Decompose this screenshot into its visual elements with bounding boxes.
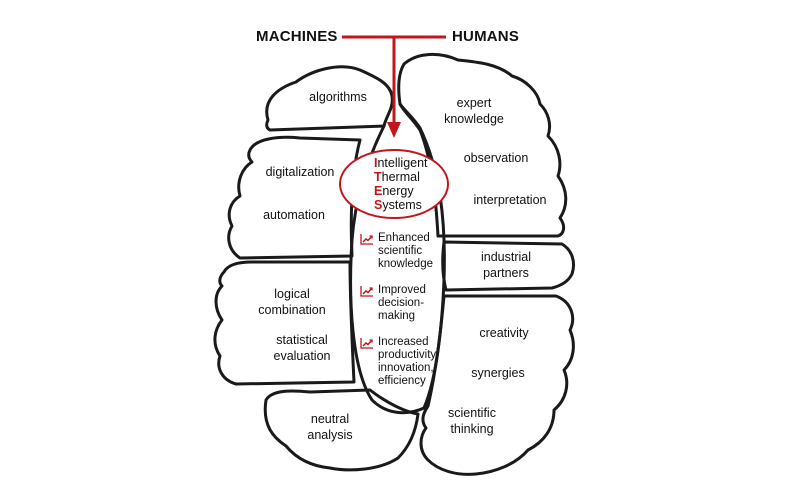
benefit-label: Improved decision- making <box>378 284 426 322</box>
ites-word-4: Systems <box>374 198 422 212</box>
label-industrial: industrial partners <box>480 250 532 280</box>
label-statistical: statistical evaluation <box>273 333 331 363</box>
label-digitalization: digitalization <box>265 165 335 179</box>
label-interpretation: interpretation <box>473 193 547 207</box>
label-expert: expert knowledge <box>444 96 504 126</box>
trend-up-icon <box>360 286 373 297</box>
region-creativity-synergies-scientific <box>419 294 575 476</box>
humans-label: HUMANS <box>452 28 520 45</box>
central-fissure <box>349 102 446 415</box>
region-algorithms <box>265 65 394 132</box>
ites-title: Intelligent Thermal Energy Systems <box>374 156 428 212</box>
region-logic-statistics <box>213 260 356 386</box>
benefit-label: Enhanced scientific knowledge <box>378 232 433 270</box>
benefit-label: Increased productivity, innovation, effi… <box>378 336 439 387</box>
ites-word-3: Energy <box>374 184 414 198</box>
ites-word-2: Thermal <box>374 170 420 184</box>
trend-up-icon <box>360 234 373 245</box>
ites-word-1: Intelligent <box>374 156 428 170</box>
arrow-head <box>387 122 401 138</box>
label-scientific: scientific thinking <box>448 406 496 436</box>
region-neutral <box>263 388 420 472</box>
trend-up-icon <box>360 338 373 349</box>
label-observation: observation <box>463 151 529 165</box>
label-synergies: synergies <box>471 366 525 380</box>
label-logical: logical combination <box>258 287 326 317</box>
region-digitalization-automation <box>227 135 362 260</box>
label-algorithms: algorithms <box>309 90 367 104</box>
label-creativity: creativity <box>479 326 529 340</box>
label-neutral: neutral analysis <box>307 412 353 442</box>
ites-ellipse <box>339 149 449 219</box>
machines-label: MACHINES <box>256 28 338 45</box>
label-automation: automation <box>263 208 325 222</box>
